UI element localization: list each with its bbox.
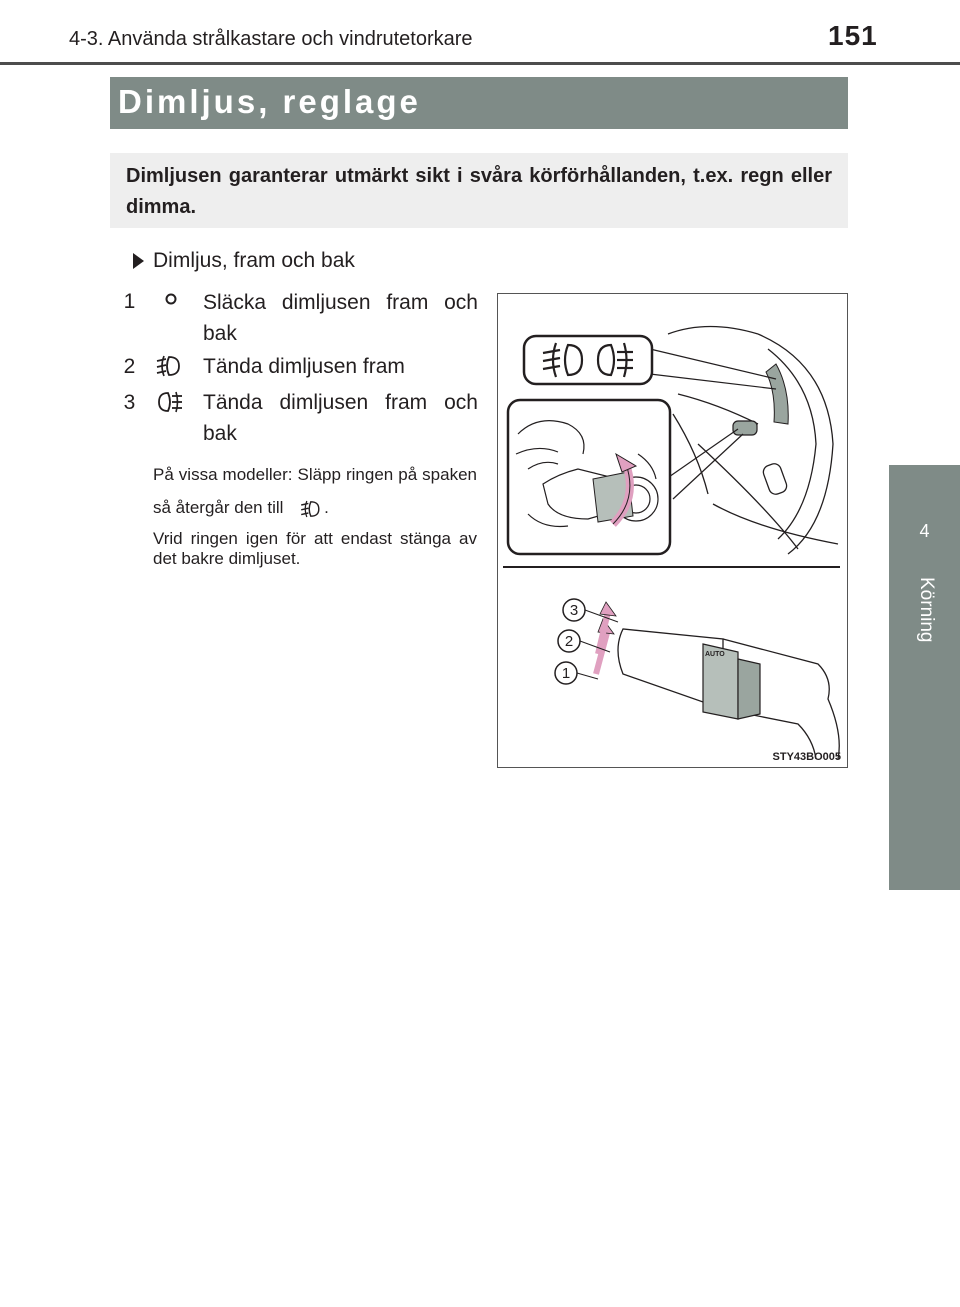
- bullet-triangle-icon: [133, 253, 144, 269]
- auto-label: AUTO: [705, 651, 725, 658]
- switch-illustration: AUTO 3 2 1: [503, 325, 840, 760]
- subheading: Dimljus, fram och bak: [133, 249, 355, 273]
- release-note-text: På vissa modeller: Släpp ringen på spake…: [153, 465, 477, 517]
- page-title: Dimljus, reglage: [118, 83, 421, 120]
- figure-callout-3: 3: [570, 602, 578, 619]
- item-number-2: 2: [123, 355, 136, 378]
- figure-callout-1: 1: [562, 665, 570, 682]
- item-text-1: Släcka dimljusen fram och bak: [203, 291, 478, 345]
- subheading-text: Dimljus, fram och bak: [153, 249, 355, 272]
- page-number: 151: [828, 20, 878, 51]
- fog-light-switch-figure: AUTO 3 2 1 STY43BO005: [497, 293, 848, 768]
- rear-fog-light-icon: [158, 391, 182, 413]
- item-text-3: Tända dimljusen fram och bak: [203, 391, 478, 445]
- chapter-label: Körning: [916, 577, 937, 643]
- intro-text: Dimljusen garanterar utmärkt sikt i svår…: [126, 165, 832, 218]
- release-note: På vissa modeller: Släpp ringen på spake…: [153, 458, 477, 524]
- rotate-note: Vrid ringen igen för att endast stänga a…: [153, 529, 477, 568]
- release-note-end: .: [324, 498, 329, 517]
- front-fog-light-icon: [156, 355, 180, 377]
- figure-code: STY43BO005: [772, 751, 841, 763]
- item-text-2: Tända dimljusen fram: [203, 355, 405, 378]
- title-bar: Dimljus, reglage: [110, 77, 848, 129]
- section-header: 4-3. Använda strålkastare och vindruteto…: [69, 28, 473, 50]
- front-fog-light-icon: [301, 500, 320, 517]
- chapter-side-tab: 4 Körning: [889, 465, 960, 890]
- header-rule: [0, 62, 960, 65]
- chapter-number: 4: [919, 521, 930, 541]
- item-number-1: 1: [123, 290, 136, 313]
- intro-box: Dimljusen garanterar utmärkt sikt i svår…: [110, 153, 848, 228]
- figure-callout-2: 2: [565, 633, 573, 650]
- off-position-icon: [165, 293, 177, 305]
- item-number-3: 3: [123, 391, 136, 414]
